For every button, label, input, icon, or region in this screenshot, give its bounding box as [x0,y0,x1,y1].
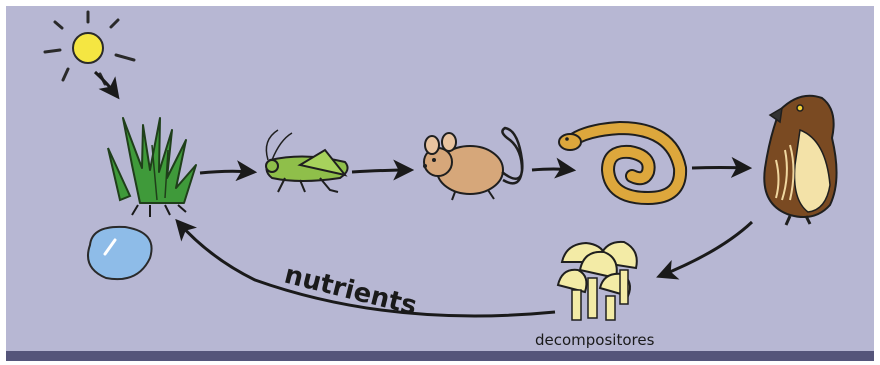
arrow-grass-to-grasshopper [200,171,253,173]
snake-icon [559,128,680,198]
arrow-snake-to-hawk [692,168,748,169]
arrow-grasshopper-to-mouse [352,170,410,172]
arrow-sun-to-grass [95,72,117,96]
nutrients-label: nutrients [281,260,419,322]
water-drop-icon [88,227,152,279]
mouse-icon [423,128,522,200]
arrow-hawk-to-decomposers [660,222,752,276]
arrow-mouse-to-snake [532,169,572,170]
sun-icon [45,12,134,84]
mushrooms-icon [558,242,637,320]
grasshopper-icon [266,130,348,192]
decomposers-label: decompositores [535,331,655,349]
hawk-icon [764,96,836,225]
grass-icon [108,118,196,217]
